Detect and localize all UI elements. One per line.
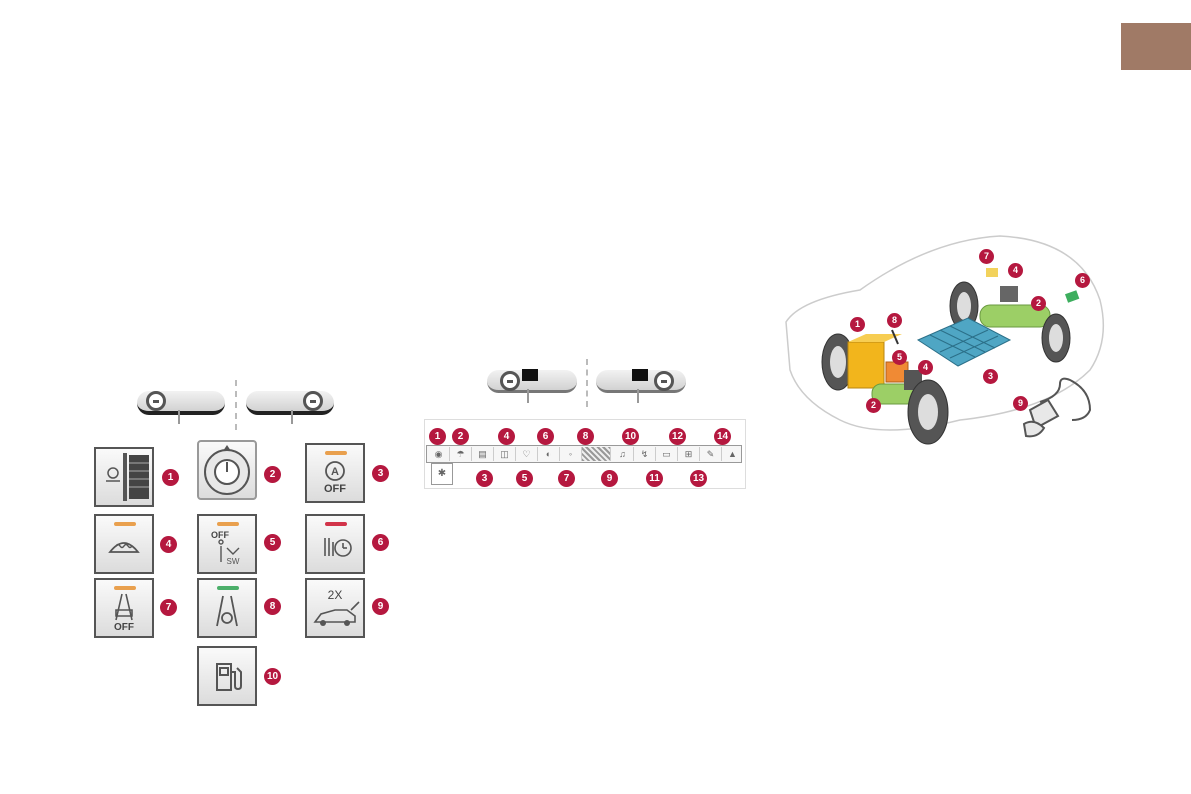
rear-wheel <box>957 292 971 320</box>
rear-module <box>1000 286 1018 302</box>
callout-badge: 7 <box>979 249 994 264</box>
charging-cable <box>1024 379 1090 437</box>
front-wheel <box>918 394 938 430</box>
rear-charge-port <box>1065 290 1079 303</box>
front-wheel <box>830 346 846 378</box>
rear-wheel <box>1049 324 1063 352</box>
callout-badge: 4 <box>918 360 933 375</box>
callout-badge: 9 <box>1013 396 1028 411</box>
callout-badge: 8 <box>887 313 902 328</box>
callout-badge: 1 <box>850 317 865 332</box>
callout-badge: 2 <box>1031 296 1046 311</box>
callout-badge: 3 <box>983 369 998 384</box>
callout-badge: 6 <box>1075 273 1090 288</box>
callout-badge: 4 <box>1008 263 1023 278</box>
engine-block <box>848 342 884 388</box>
charge-socket <box>986 268 998 277</box>
callout-badge: 5 <box>892 350 907 365</box>
callout-badge: 2 <box>866 398 881 413</box>
